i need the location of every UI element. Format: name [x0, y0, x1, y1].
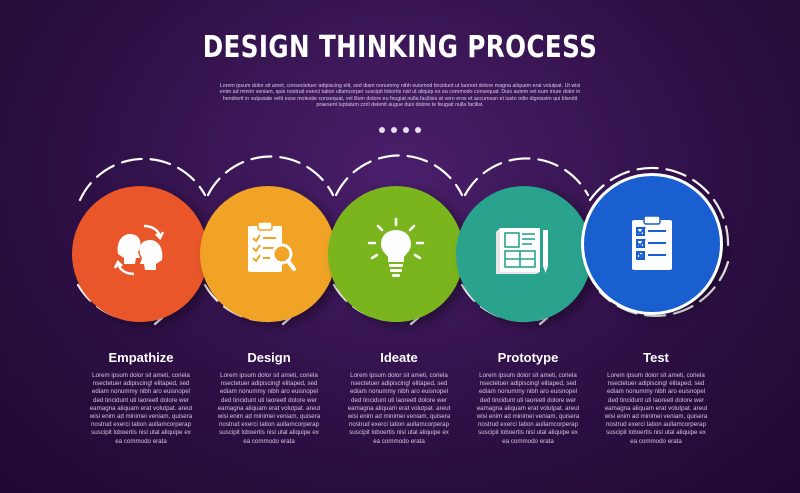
- stage-label-empathize: Empathize: [108, 350, 174, 365]
- stage-label-prototype: Prototype: [497, 350, 559, 365]
- stage-description-test: Lorem ipsum dolor sit ameti, coriela nse…: [604, 372, 708, 445]
- dot: [391, 127, 397, 133]
- arc-top-4: [463, 157, 590, 197]
- checklist-clipboard-icon: [620, 212, 684, 276]
- dot: [415, 127, 421, 133]
- page-title: DESIGN THINKING PROCESS: [202, 30, 598, 65]
- clipboard-search-icon: [236, 216, 300, 280]
- dot: [379, 127, 385, 133]
- page-subtitle: Lorem ipsum dolor sit amet, consectetuer…: [219, 83, 581, 109]
- two-heads-cycle-icon: [108, 216, 172, 280]
- lightbulb-icon: [364, 216, 428, 280]
- stage-description-prototype: Lorem ipsum dolor sit ameti, coriela nse…: [476, 372, 580, 445]
- stage-label-design: Design: [247, 350, 291, 365]
- arc-top-5: [588, 166, 730, 247]
- arc-top-2: [206, 155, 335, 197]
- arc-bottom-5: [598, 260, 730, 317]
- pagination-dots: [379, 127, 421, 133]
- stage-label-ideate: Ideate: [380, 350, 418, 365]
- blueprint-pencil-icon: [492, 216, 556, 280]
- arc-top-1: [78, 157, 207, 202]
- dot: [403, 127, 409, 133]
- stage-description-empathize: Lorem ipsum dolor sit ameti, coriela nse…: [89, 372, 193, 445]
- arc-top-3: [334, 154, 464, 197]
- stage-description-ideate: Lorem ipsum dolor sit ameti, coriela nse…: [347, 372, 451, 445]
- stage-label-test: Test: [643, 350, 669, 365]
- stage-description-design: Lorem ipsum dolor sit ameti, coriela nse…: [217, 372, 321, 445]
